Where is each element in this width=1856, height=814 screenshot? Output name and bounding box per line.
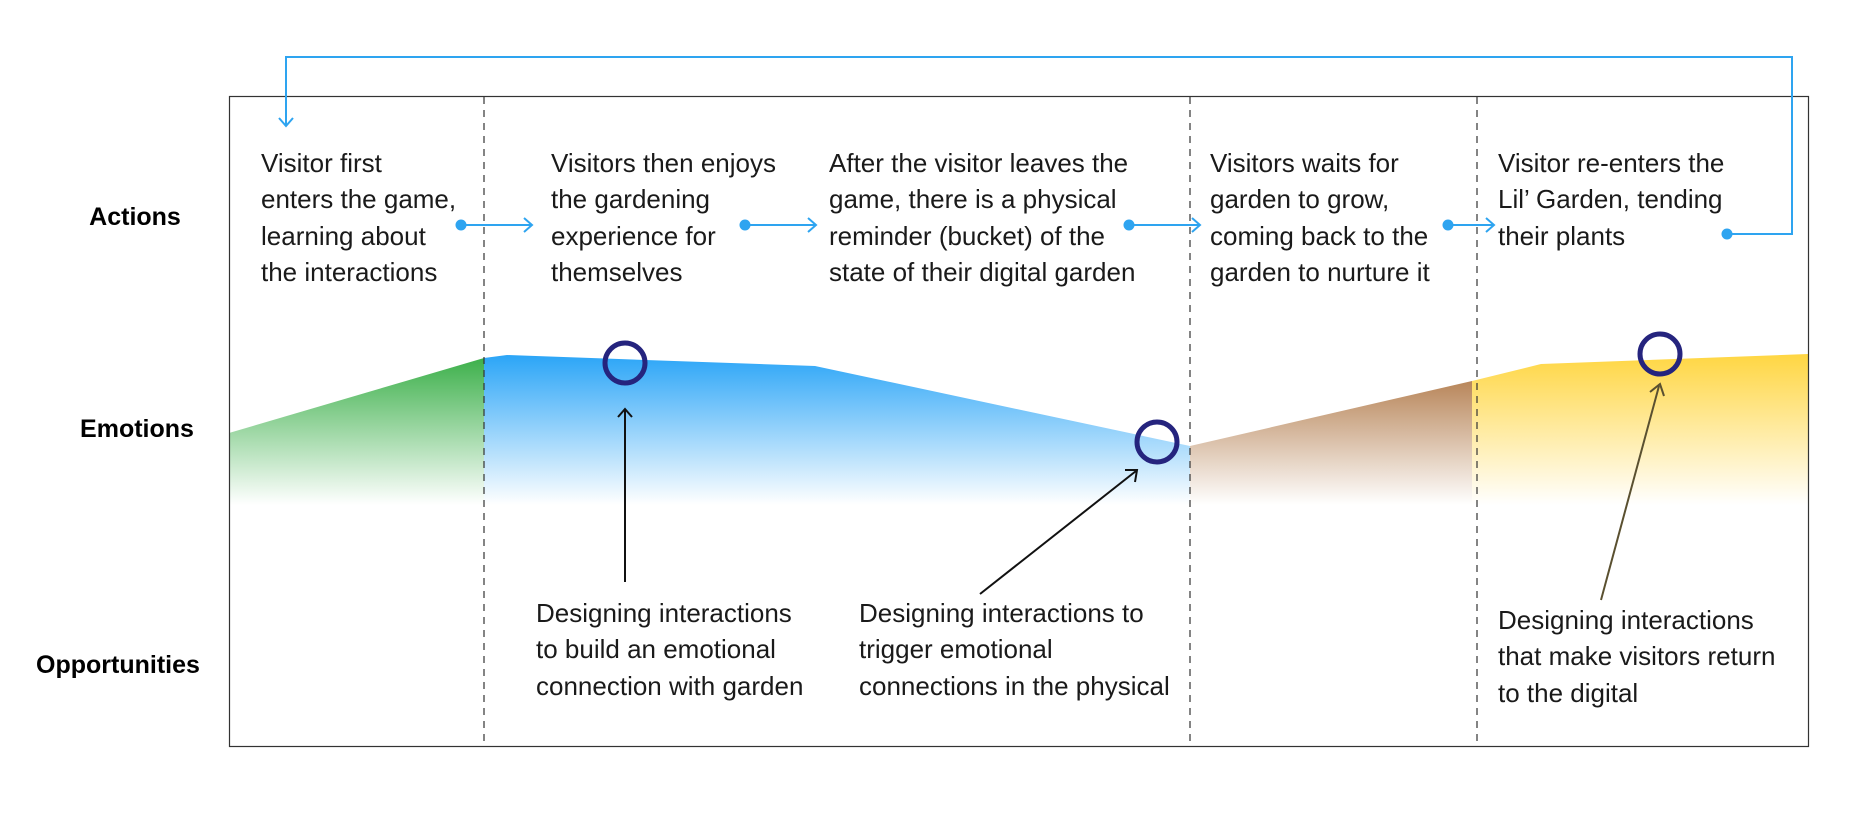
svg-text:coming back to the: coming back to the	[1210, 221, 1428, 251]
flow-arrow	[1442, 217, 1496, 233]
svg-text:garden to grow,: garden to grow,	[1210, 184, 1389, 214]
svg-text:Designing interactions: Designing interactions	[1498, 605, 1754, 635]
svg-text:Visitors waits for: Visitors waits for	[1210, 148, 1399, 178]
opportunity-text-1: Designing interactions to build an emoti…	[536, 598, 803, 701]
svg-text:to the digital: to the digital	[1498, 678, 1638, 708]
emotion-marker	[1637, 331, 1683, 377]
svg-text:After the visitor leaves the: After the visitor leaves the	[829, 148, 1128, 178]
row-label-opportunities: Opportunities	[36, 651, 200, 679]
flow-arrow	[455, 217, 534, 233]
emotion-band-brown	[1190, 381, 1472, 505]
svg-text:Designing interactions: Designing interactions	[536, 598, 792, 628]
opportunity-pointer-2	[979, 469, 1139, 595]
emotion-band-green	[229, 358, 484, 505]
opportunity-text-3: Designing interactions that make visitor…	[1498, 605, 1775, 708]
svg-text:that make visitors return: that make visitors return	[1498, 641, 1775, 671]
row-label-actions: Actions	[89, 203, 181, 231]
svg-text:trigger emotional: trigger emotional	[859, 634, 1053, 664]
svg-text:the gardening: the gardening	[551, 184, 710, 214]
action-text-5: Visitor re-enters the Lil’ Garden, tendi…	[1498, 148, 1724, 251]
loop-back-connector	[285, 56, 1793, 235]
action-text-4: Visitors waits for garden to grow, comin…	[1210, 148, 1430, 287]
svg-text:reminder (bucket) of the: reminder (bucket) of the	[829, 221, 1105, 251]
emotion-band-yellow	[1472, 354, 1808, 505]
opportunity-pointer-1	[617, 407, 633, 582]
svg-text:garden to nurture it: garden to nurture it	[1210, 257, 1430, 287]
svg-text:to build an emotional: to build an emotional	[536, 634, 776, 664]
emotion-marker	[1134, 419, 1180, 465]
row-label-emotions: Emotions	[80, 415, 194, 443]
action-text-2: Visitors then enjoys the gardening exper…	[551, 148, 776, 287]
svg-text:enters the game,: enters the game,	[261, 184, 456, 214]
svg-text:connection with garden: connection with garden	[536, 671, 803, 701]
action-text-1: Visitor first enters the game, learning …	[261, 148, 456, 287]
flow-arrow	[739, 217, 818, 233]
svg-text:experience for: experience for	[551, 221, 716, 251]
svg-text:Designing interactions to: Designing interactions to	[859, 598, 1144, 628]
opportunity-pointer-3	[1600, 382, 1665, 601]
loop-arrowhead	[278, 117, 294, 128]
svg-text:game, there is a physical: game, there is a physical	[829, 184, 1117, 214]
svg-text:learning about: learning about	[261, 221, 427, 251]
journey-frame	[228, 95, 1810, 748]
opportunity-text-2: Designing interactions to trigger emotio…	[859, 598, 1170, 701]
svg-text:connections in the physical: connections in the physical	[859, 671, 1170, 701]
action-text-3: After the visitor leaves the game, there…	[829, 148, 1135, 287]
svg-text:the interactions: the interactions	[261, 257, 437, 287]
emotion-marker	[602, 340, 648, 386]
svg-text:Visitors then enjoys: Visitors then enjoys	[551, 148, 776, 178]
connector-dot	[1721, 228, 1733, 240]
flow-arrow	[1123, 217, 1202, 233]
emotion-band-blue	[484, 355, 1190, 505]
svg-text:state of their digital garden: state of their digital garden	[829, 257, 1135, 287]
svg-text:Lil’ Garden, tending: Lil’ Garden, tending	[1498, 184, 1723, 214]
svg-text:Visitor re-enters the: Visitor re-enters the	[1498, 148, 1724, 178]
svg-text:themselves: themselves	[551, 257, 683, 287]
svg-text:their plants: their plants	[1498, 221, 1625, 251]
svg-text:Visitor first: Visitor first	[261, 148, 383, 178]
